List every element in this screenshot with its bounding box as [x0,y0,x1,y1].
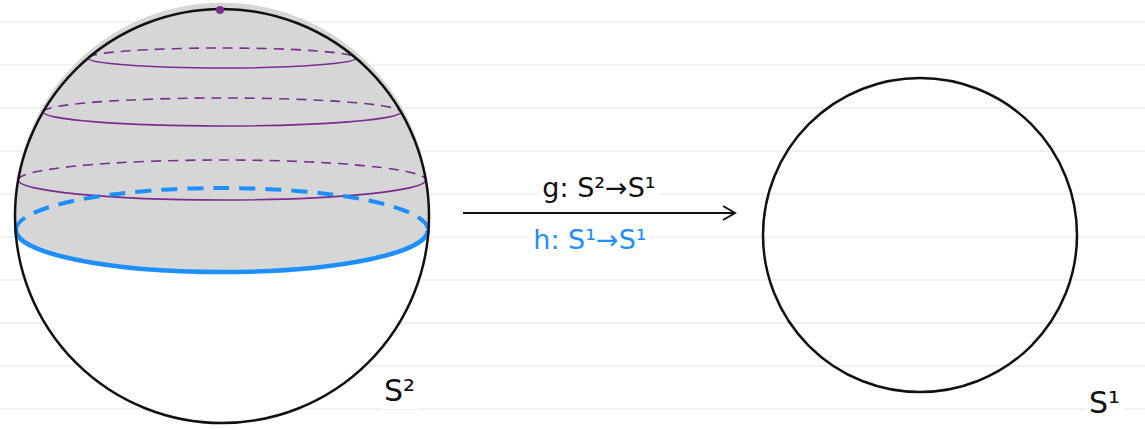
shaded-hemisphere [15,3,429,272]
map-label: h: S¹→S¹ [530,224,649,255]
space-label: S² [381,374,418,409]
latitude-circles [18,48,426,200]
latitude-front [43,112,401,126]
latitude-back [88,48,356,58]
equator-front [16,230,428,272]
sphere-node: S² [15,8,430,425]
map-label: g: S²→S¹ [539,172,658,203]
north-pole-dot [216,6,224,14]
equator-back [16,188,428,230]
latitude-back [43,98,401,112]
latitude-back [18,160,426,180]
map-arrow [463,212,735,214]
latitude-front [88,58,356,68]
circle-outline [763,78,1077,392]
circle-node: S¹ [763,78,1078,392]
sphere-outline [15,9,429,423]
space-label: S¹ [1086,386,1123,421]
